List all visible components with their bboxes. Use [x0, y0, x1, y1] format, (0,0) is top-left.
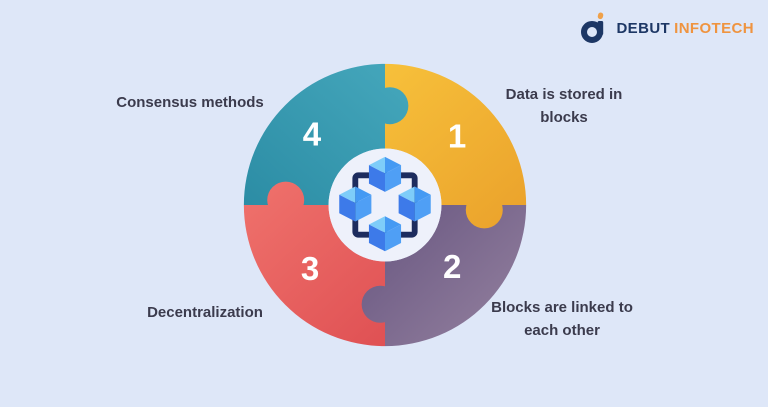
label-consensus-methods: Consensus methods — [116, 94, 264, 111]
label-decentralization: Decentralization — [147, 304, 263, 321]
puzzle-piece-4-consensus — [243, 63, 385, 205]
blockchain-icon — [339, 156, 431, 252]
piece-number-4: 4 — [303, 117, 322, 154]
puzzle-piece-2-blocks-linked — [385, 205, 527, 347]
puzzle-piece-3-decentralization — [243, 205, 385, 347]
piece-number-3: 3 — [301, 251, 319, 288]
label-data-stored-in-blocks: Data is stored in blocks — [505, 86, 623, 126]
debut-infotech-d-icon — [581, 12, 604, 43]
puzzle-knob-purple — [361, 285, 399, 323]
piece-number-2: 2 — [443, 249, 461, 286]
puzzle-knob-teal — [371, 87, 409, 125]
brand-name-primary: DEBUT — [616, 19, 671, 37]
puzzle-knob-red — [267, 181, 305, 219]
brand-name-secondary: INFOTECH — [674, 19, 754, 37]
puzzle-piece-1-data-stored — [385, 63, 527, 205]
puzzle-wheel: 4 1 3 2 — [243, 63, 527, 347]
puzzle-knob-yellow — [465, 191, 503, 229]
label-blocks-linked: Blocks are linked to each other — [491, 299, 633, 339]
piece-number-1: 1 — [448, 119, 466, 156]
